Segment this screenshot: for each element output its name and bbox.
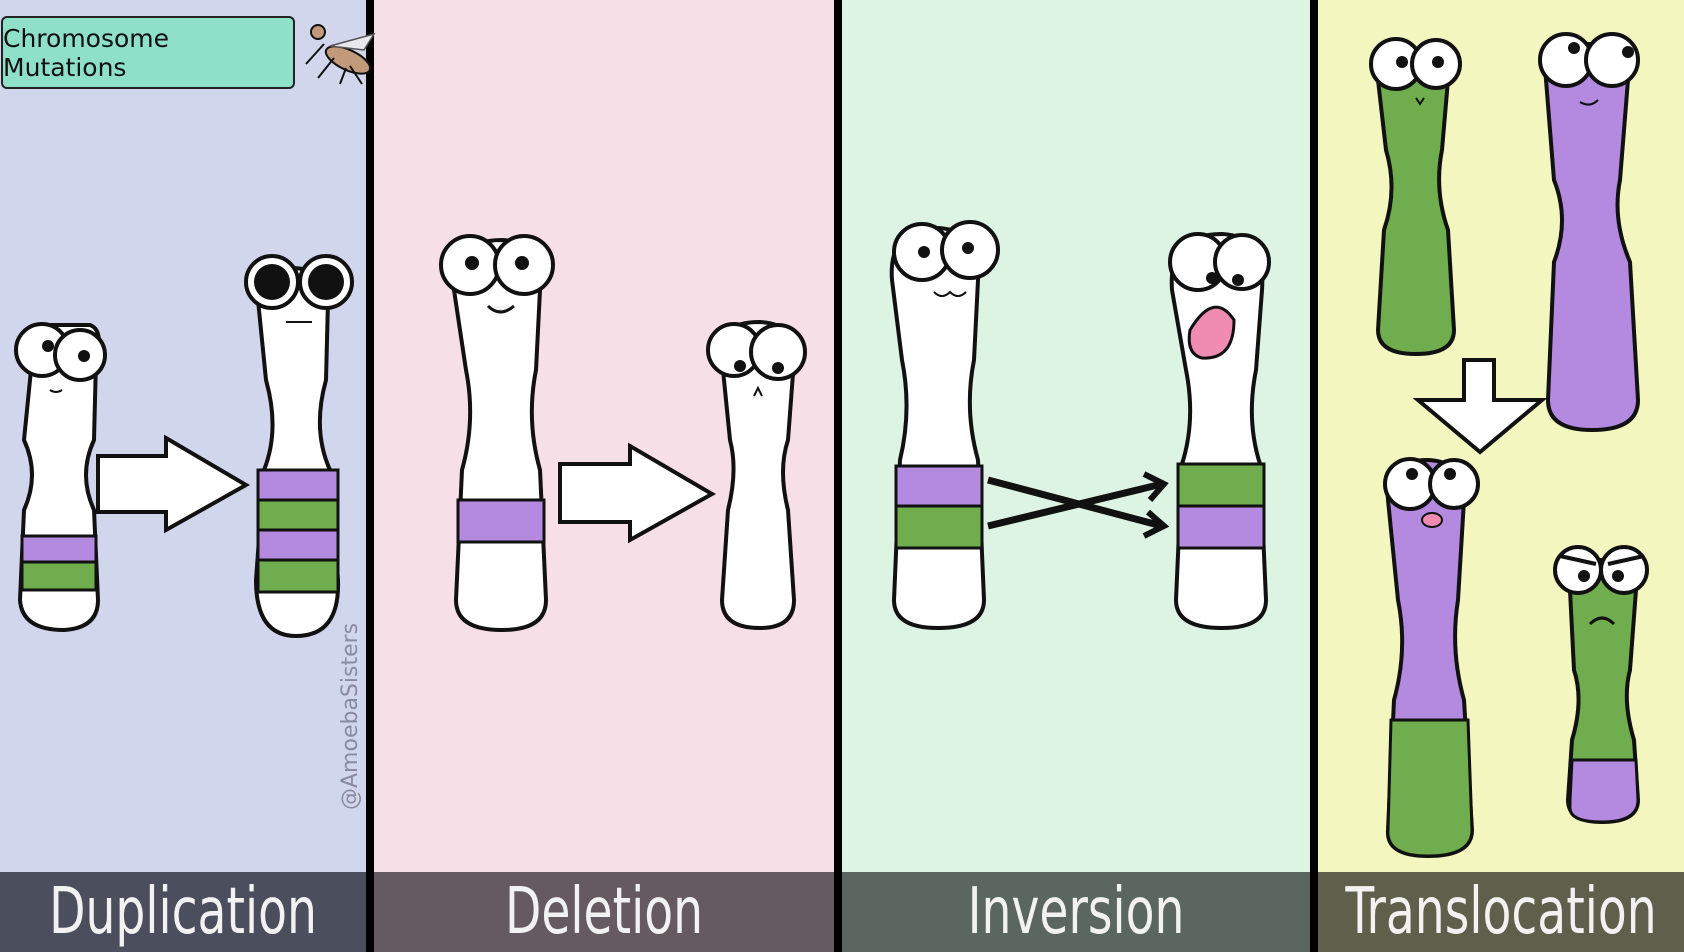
inversion-label: Inversion bbox=[967, 875, 1185, 949]
page-title: Chromosome Mutations bbox=[3, 23, 170, 82]
watermark: @AmoebaSisters bbox=[338, 622, 363, 810]
inversion-illustration bbox=[889, 220, 1271, 631]
translocation-illustration bbox=[1369, 32, 1649, 859]
translocation-panel: Translocation bbox=[1318, 0, 1684, 952]
mosquito-icon bbox=[305, 24, 376, 85]
duplication-panel: Duplication bbox=[0, 0, 366, 952]
translocation-label: Translocation bbox=[1345, 875, 1657, 949]
duplication-label: Duplication bbox=[49, 875, 317, 949]
deletion-label: Deletion bbox=[504, 875, 704, 949]
inversion-panel: Inversion bbox=[842, 0, 1310, 952]
deletion-panel: Deletion bbox=[374, 0, 834, 952]
duplication-illustration bbox=[14, 254, 354, 639]
title-badge: Chromosome Mutations bbox=[1, 16, 295, 89]
deletion-illustration bbox=[439, 234, 807, 633]
